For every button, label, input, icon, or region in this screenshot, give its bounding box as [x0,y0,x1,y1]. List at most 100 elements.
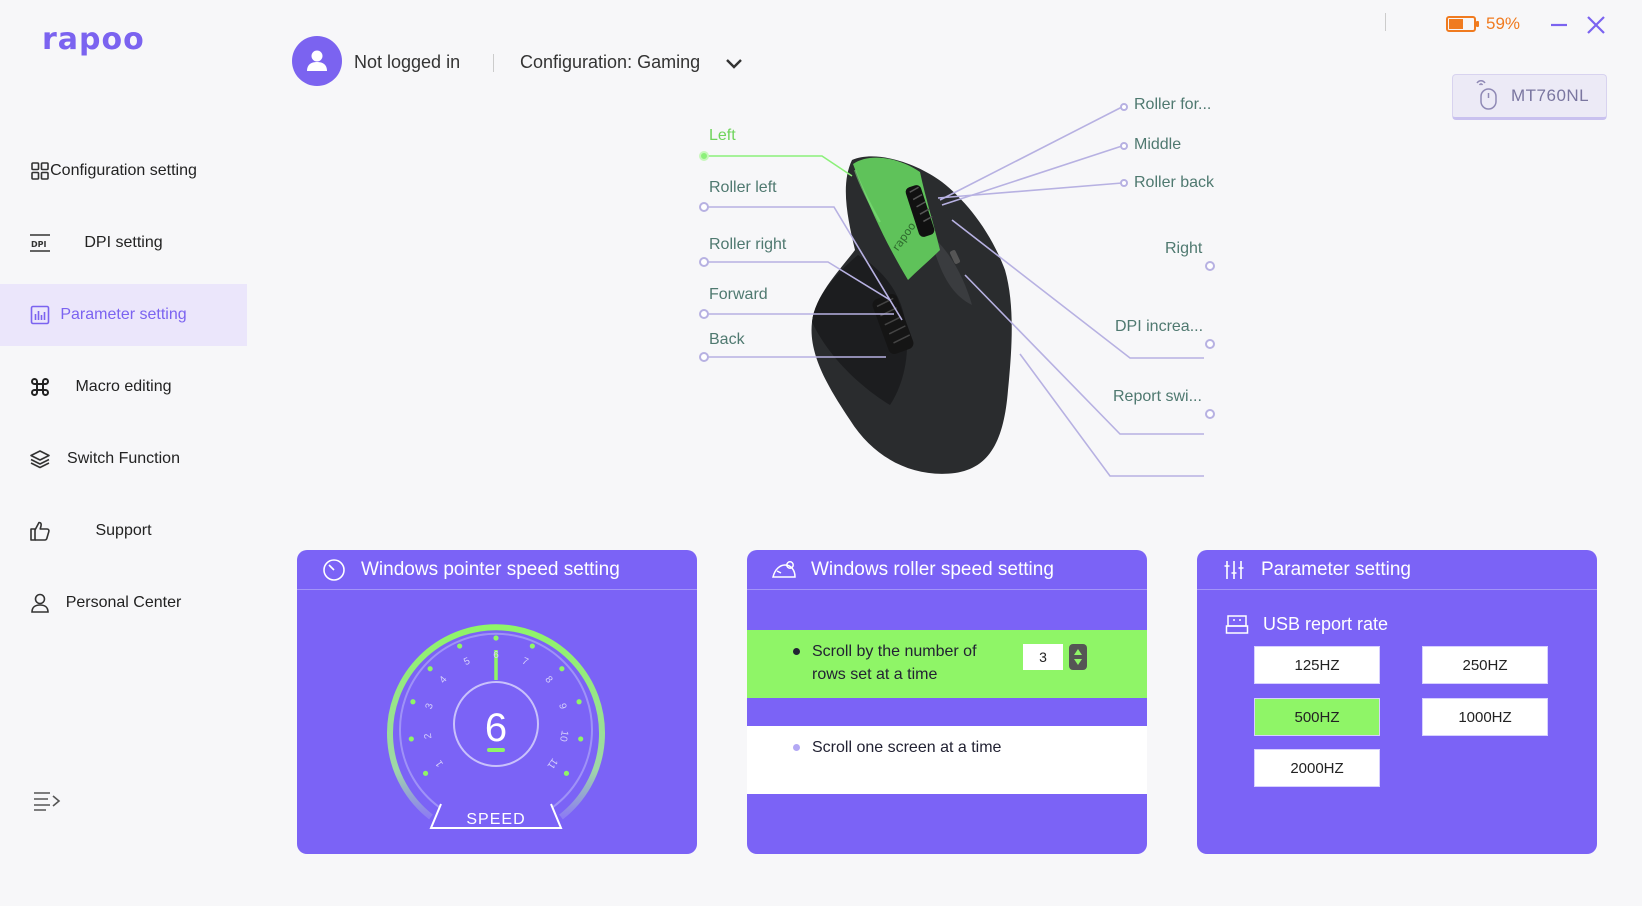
rate-button-1000hz[interactable]: 1000HZ [1422,698,1548,736]
grid-icon [26,157,54,185]
person-icon [26,589,54,617]
device-name: MT760NL [1511,86,1590,105]
minimize-button[interactable] [1548,14,1570,36]
rate-button-250hz[interactable]: 250HZ [1422,646,1548,684]
sidebar-item-support[interactable]: Support [0,500,247,562]
pointer-speed-value: 6 [485,706,507,750]
sidebar-item-parameter[interactable]: Parameter setting [0,284,247,346]
sidebar-item-label: Support [95,522,152,539]
stepper-arrows-icon[interactable] [1069,644,1087,670]
sidebar-item-label: Switch Function [67,450,180,467]
button-label-back[interactable]: Back [709,331,745,348]
parameter-setting-panel: Parameter setting USB report rate 125HZ … [1197,550,1597,854]
chevron-down-icon[interactable] [724,57,744,71]
command-icon [26,373,54,401]
speed-tick-dot [427,666,433,672]
speed-tick-dot [457,643,463,649]
roller-speed-header: Windows roller speed setting [747,550,1147,590]
speed-tick-label: 3 [424,702,436,711]
sidebar-item-label: DPI setting [84,234,163,251]
roller-speed-panel: Windows roller speed setting Scroll by t… [747,550,1147,854]
battery-icon [1446,16,1479,32]
speed-tick-label: 4 [438,674,450,686]
button-label-roller-right[interactable]: Roller right [709,236,787,253]
header-divider [493,54,494,72]
speed-tick-dot [563,770,570,776]
speed-tick-dot [493,635,499,641]
button-label-roller-back[interactable]: Roller back [1134,174,1215,191]
login-status[interactable]: Not logged in [354,52,461,72]
speed-tick-dot [559,666,565,672]
speed-tick-dot [422,770,429,776]
avatar[interactable] [292,36,342,86]
scroll-by-rows-label: Scroll by the number of rows set at a ti… [812,643,977,683]
titlebar-divider [1385,13,1386,31]
speed-tick-dot [529,643,535,649]
speed-tick-label: 6 [493,650,499,661]
rate-button-125hz[interactable]: 125HZ [1254,646,1380,684]
scroll-by-rows-option[interactable]: Scroll by the number of rows set at a ti… [747,630,1147,698]
configuration-select[interactable]: Configuration: Gaming [520,52,701,72]
sidebar-item-macro[interactable]: Macro editing [0,356,247,418]
button-label-dpi-increase[interactable]: DPI increa... [1115,318,1204,335]
button-label-right[interactable]: Right [1165,240,1203,257]
battery-percent: 59% [1486,14,1521,33]
layers-icon [26,445,54,473]
button-label-middle[interactable]: Middle [1134,136,1182,153]
speed-tick-dot [578,736,584,742]
menu-collapse-icon[interactable] [32,790,62,812]
speed-tick-dot [410,699,416,705]
speedometer-icon [321,557,347,583]
sidebar-item-configuration[interactable]: Configuration setting [0,140,247,202]
speed-tick-label: 2 [423,732,435,740]
speed-tick-label: 5 [462,656,472,669]
app-logo: rapoo [42,22,145,57]
scroll-one-screen-label: Scroll one screen at a time [812,739,1002,756]
speed-tick-label: 11 [544,756,559,771]
wireless-mouse-icon [1473,77,1499,116]
panel-title: Windows pointer speed setting [361,558,620,580]
mouse-button-diagram: rapoo Left Ro [690,90,1230,490]
pointer-speed-header: Windows pointer speed setting [297,550,697,590]
device-selector[interactable]: MT760NL [1452,74,1607,120]
button-label-left[interactable]: Left [709,127,736,144]
button-label-forward[interactable]: Forward [709,286,768,303]
speed-tick-label: 8 [542,674,554,686]
rate-button-2000hz[interactable]: 2000HZ [1254,749,1380,787]
sidebar-nav: Configuration setting DPI DPI setting Pa… [0,140,247,644]
speed-tick-label: 7 [520,656,530,669]
sidebar-item-personal[interactable]: Personal Center [0,572,247,634]
mouse-image: rapoo [699,103,1215,477]
speed-tick-label: 10 [557,729,570,742]
button-label-roller-left[interactable]: Roller left [709,179,777,196]
panel-title: Parameter setting [1261,558,1411,580]
radio-dot [793,648,800,655]
rate-button-500hz[interactable]: 500HZ [1254,698,1380,736]
sidebar-item-label: Configuration setting [50,162,197,179]
parameter-setting-header: Parameter setting [1197,550,1597,590]
rows-stepper [1023,644,1087,670]
svg-text:DPI: DPI [31,240,47,249]
sidebar-item-switch[interactable]: Switch Function [0,428,247,490]
speed-tick-dot [576,699,582,705]
thumbs-up-icon [26,517,54,545]
bar-chart-icon [26,301,54,329]
usb-report-rate-label: USB report rate [1263,613,1389,634]
rows-input[interactable] [1023,644,1063,670]
speed-tick-dot [408,736,414,742]
scroll-one-screen-option[interactable]: Scroll one screen at a time [747,726,1147,794]
sliders-icon [1221,557,1247,583]
close-button[interactable] [1584,13,1608,37]
sidebar-item-dpi[interactable]: DPI DPI setting [0,212,247,274]
panel-title: Windows roller speed setting [811,558,1054,580]
usb-icon [1225,615,1249,634]
roller-icon [771,557,797,583]
button-label-roller-forward[interactable]: Roller for... [1134,96,1212,113]
dpi-icon: DPI [26,229,54,257]
button-label-report-switch[interactable]: Report swi... [1113,388,1202,405]
speed-caption: SPEED [466,811,525,828]
speed-tick-label: 9 [556,702,568,711]
sidebar-item-label: Macro editing [75,378,172,395]
